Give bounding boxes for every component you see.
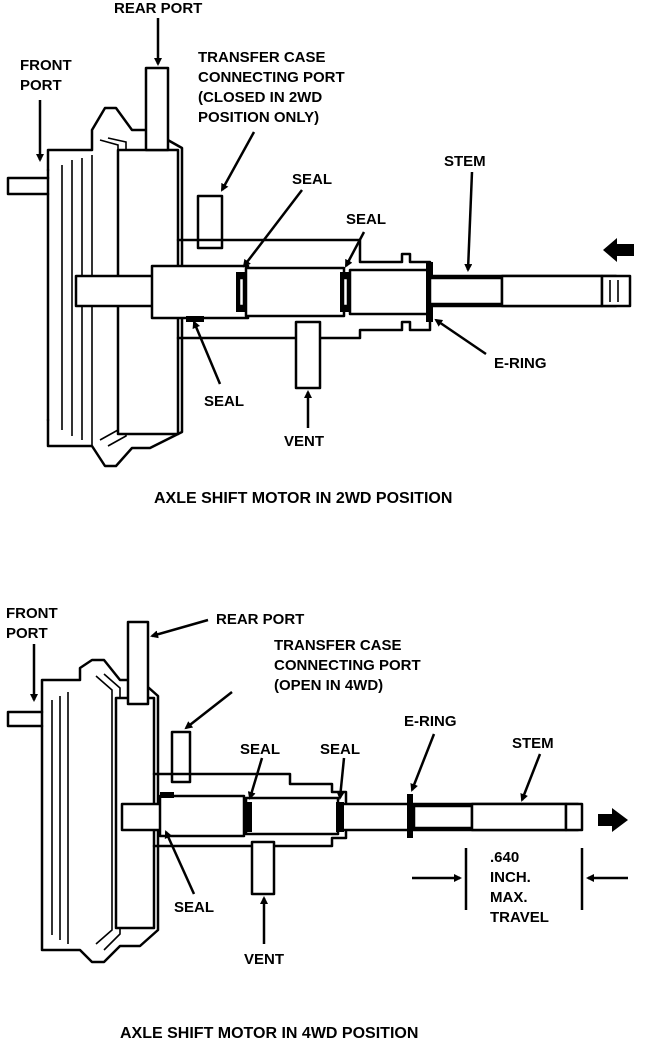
front-port-tube (6, 176, 50, 196)
diagram-4wd: FRONT PORT REAR PORT TRANSFER CASE CONNE… (6, 605, 628, 1042)
diagram-2wd: REAR PORT FRONT PORT TRANSFER CASE CONNE… (6, 0, 634, 507)
label-front-port-2wd-line1: FRONT (20, 57, 72, 74)
rear-port-tube-2wd (144, 66, 170, 152)
label-front-port-4wd: FRONT PORT (6, 605, 62, 642)
seal-c-2wd (186, 316, 204, 322)
label-seal-lower-2wd: SEAL (204, 393, 244, 410)
caption-2wd: AXLE SHIFT MOTOR IN 2WD POSITION (154, 490, 452, 507)
diaphragm-housing-4wd (40, 658, 160, 964)
label-transfer-port-4wd-line3: (OPEN IN 4WD) (274, 677, 383, 694)
label-front-port-4wd-line1: FRONT (6, 605, 58, 622)
label-vent-2wd: VENT (284, 433, 324, 450)
label-transfer-port-2wd-line1: TRANSFER CASE (198, 49, 326, 66)
caption-4wd: AXLE SHIFT MOTOR IN 4WD POSITION (120, 1025, 418, 1042)
label-transfer-port-4wd: TRANSFER CASE CONNECTING PORT (OPEN IN 4… (274, 637, 425, 694)
label-rear-port-2wd: REAR PORT (114, 0, 202, 17)
seal-c-4wd (160, 792, 174, 798)
label-travel-4wd: .640 INCH. MAX. TRAVEL (490, 849, 549, 926)
label-travel-4wd-line4: TRAVEL (490, 909, 549, 926)
label-seal-upper-2-2wd: SEAL (346, 211, 386, 228)
label-transfer-port-2wd-line4: POSITION ONLY) (198, 109, 319, 126)
label-front-port-2wd: FRONT PORT (20, 57, 76, 94)
label-transfer-port-2wd-line2: CONNECTING PORT (198, 69, 345, 86)
label-travel-4wd-line2: INCH. (490, 869, 531, 886)
direction-arrow-2wd (603, 238, 634, 262)
seal-b-4wd (336, 802, 344, 832)
vent-tube-4wd (250, 840, 276, 896)
transfer-port-block-4wd (170, 730, 192, 784)
label-e-ring-2wd: E-RING (494, 355, 547, 372)
diaphragm-housing-2wd (46, 106, 184, 468)
label-stem-4wd: STEM (512, 735, 554, 752)
label-seal-upper-1-2wd: SEAL (292, 171, 332, 188)
label-travel-4wd-line1: .640 (490, 849, 519, 866)
label-vent-4wd: VENT (244, 951, 284, 968)
label-front-port-2wd-line2: PORT (20, 77, 62, 94)
label-travel-4wd-line3: MAX. (490, 889, 528, 906)
label-transfer-port-2wd: TRANSFER CASE CONNECTING PORT (CLOSED IN… (198, 49, 349, 126)
label-stem-2wd: STEM (444, 153, 486, 170)
label-seal-lower-4wd: SEAL (174, 899, 214, 916)
label-front-port-4wd-line2: PORT (6, 625, 48, 642)
label-transfer-port-4wd-line2: CONNECTING PORT (274, 657, 421, 674)
vent-tube-2wd (294, 320, 322, 390)
rear-port-tube-4wd (126, 620, 150, 706)
label-rear-port-4wd: REAR PORT (216, 611, 304, 628)
label-e-ring-4wd: E-RING (404, 713, 457, 730)
e-ring-4wd (407, 794, 413, 838)
label-transfer-port-2wd-line3: (CLOSED IN 2WD (198, 89, 322, 106)
seal-a-4wd (244, 802, 252, 832)
label-seal-upper-1-4wd: SEAL (240, 741, 280, 758)
label-seal-upper-2-4wd: SEAL (320, 741, 360, 758)
label-transfer-port-4wd-line1: TRANSFER CASE (274, 637, 402, 654)
direction-arrow-4wd (598, 808, 628, 832)
front-port-tube-4wd (6, 710, 44, 728)
